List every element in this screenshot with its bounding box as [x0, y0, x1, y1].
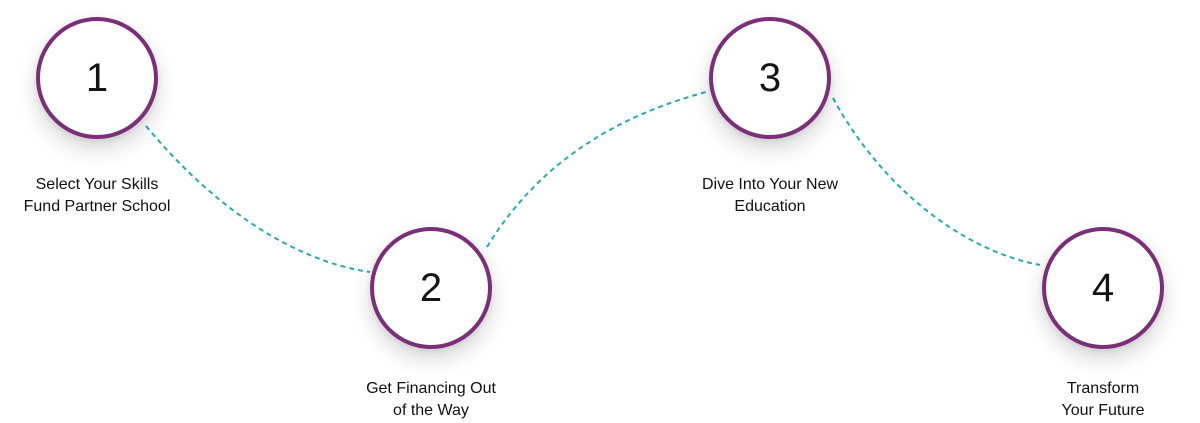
connector-2-3 — [486, 91, 707, 248]
step-2-number: 2 — [419, 266, 443, 310]
step-2-circle: 2 — [370, 227, 492, 349]
step-2-label-line-1: Get Financing Out — [366, 380, 496, 397]
connector-3-4 — [832, 97, 1041, 266]
step-1-label-line-2: Fund Partner School — [23, 198, 171, 215]
step-2-label-line-2: of the Way — [393, 402, 469, 419]
step-3-circle: 3 — [709, 17, 831, 139]
step-1-number: 1 — [85, 56, 109, 100]
step-4-circle: 4 — [1042, 227, 1164, 349]
step-1-circle: 1 — [36, 17, 158, 139]
step-4-number: 4 — [1091, 266, 1115, 310]
connector-1-2 — [145, 125, 371, 273]
step-4-label: Transform Your Future — [993, 378, 1200, 422]
step-3-label: Dive Into Your New Education — [660, 174, 880, 218]
step-3-number: 3 — [758, 56, 782, 100]
step-1-label: Select Your Skills Fund Partner School — [0, 174, 207, 218]
step-4-label-line-1: Transform — [1066, 380, 1140, 397]
step-4-label-line-2: Your Future — [1061, 402, 1145, 419]
step-1-label-line-1: Select Your Skills — [35, 176, 159, 193]
step-2-label: Get Financing Out of the Way — [321, 378, 541, 422]
step-3-label-line-2: Education — [734, 198, 806, 215]
step-3-label-line-1: Dive Into Your New — [701, 176, 839, 193]
